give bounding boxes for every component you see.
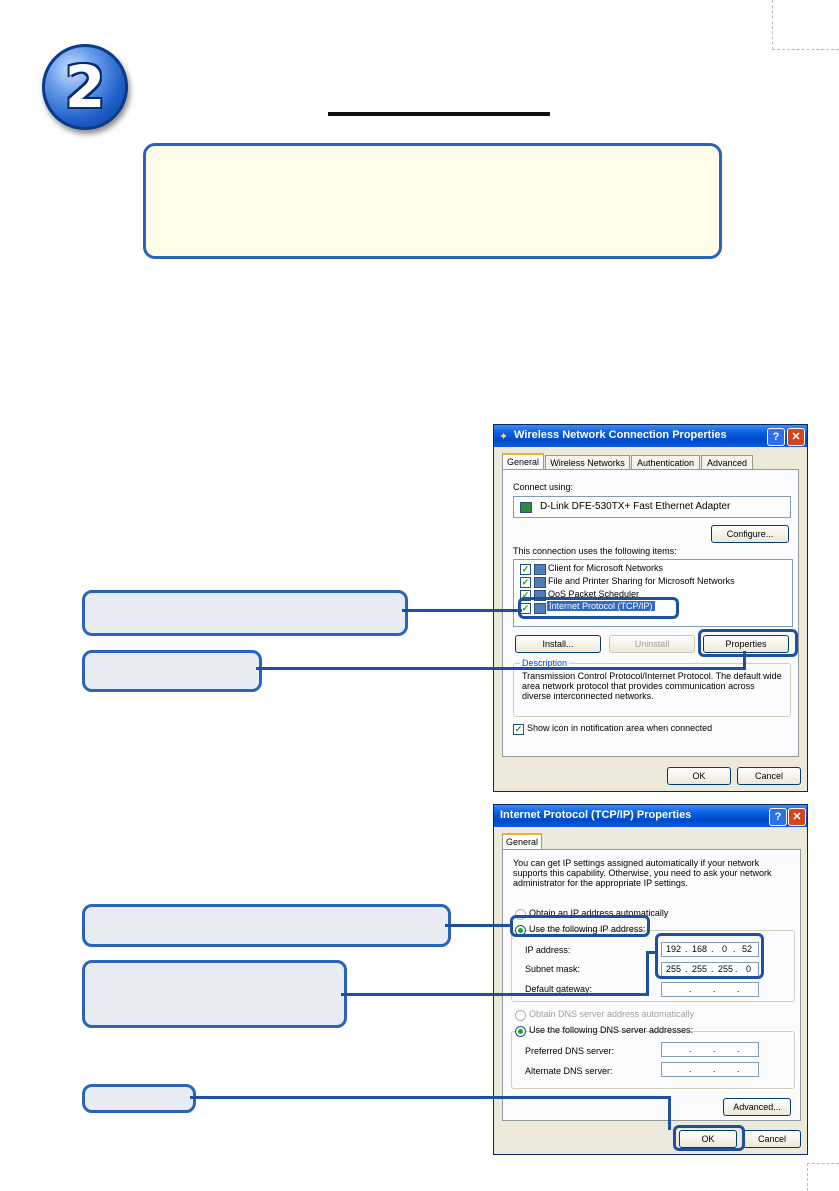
list-item[interactable]: QoS Packet Scheduler [548,589,640,599]
configure-button[interactable]: Configure... [711,525,789,543]
cancel-button[interactable]: Cancel [743,1130,801,1148]
dialog-titlebar: Internet Protocol (TCP/IP) Properties ? … [494,805,807,827]
highlight-tcpip-item [518,597,679,619]
ok-button[interactable]: OK [667,767,731,785]
description-text: Transmission Control Protocol/Internet P… [522,671,782,701]
items-label: This connection uses the following items… [513,546,677,556]
list-item-selected[interactable]: Internet Protocol (TCP/IP) [547,601,655,611]
subnet-mask-label: Subnet mask: [525,964,581,974]
connector-line [646,951,649,996]
tcpip-icon [534,603,546,614]
highlight-use-ip [510,915,650,937]
help-button[interactable]: ? [767,428,785,446]
step-badge: 2 [42,44,128,130]
adapter-name: D-Link DFE-530TX+ Fast Ethernet Adapter [540,501,731,512]
close-button[interactable]: ✕ [788,808,806,826]
crop-mark [807,1163,808,1191]
show-icon-checkbox[interactable]: ✓ [513,724,524,735]
title-underline [328,112,550,116]
tab-general[interactable]: General [502,833,542,851]
ok-button[interactable]: OK [679,1130,737,1148]
obtain-dns-label: Obtain DNS server address automatically [529,1009,695,1019]
uninstall-button: Uninstall [609,635,695,653]
alternate-dns-field[interactable]: ... [661,1062,759,1077]
obtain-ip-label: Obtain an IP address automatically [529,908,669,918]
use-dns-radio[interactable] [515,1026,526,1037]
help-button[interactable]: ? [769,808,787,826]
adapter-field: D-Link DFE-530TX+ Fast Ethernet Adapter [513,496,791,518]
list-item[interactable]: Client for Microsoft Networks [548,563,664,573]
callout-use-ip [82,904,451,947]
install-button[interactable]: Install... [515,635,601,653]
tab-advanced[interactable]: Advanced [701,455,753,470]
connector-line [445,924,513,927]
tcpip-properties-dialog: Internet Protocol (TCP/IP) Properties ? … [493,804,808,1155]
dialog-title: Wireless Network Connection Properties [514,429,727,441]
item-checkbox[interactable]: ✓ [520,577,531,588]
preferred-dns-field[interactable]: ... [661,1042,759,1057]
callout-tcpip [82,590,408,636]
highlight-ok-button [673,1125,745,1151]
cancel-button[interactable]: Cancel [737,767,801,785]
ip-group [511,930,795,1002]
use-ip-label: Use the following IP address: [529,924,646,934]
item-checkbox[interactable]: ✓ [520,564,531,575]
advanced-button[interactable]: Advanced... [723,1098,791,1116]
connector-line [341,993,648,996]
client-icon [534,564,546,575]
intro-text: You can get IP settings assigned automat… [513,858,772,888]
callout-ok [82,1084,196,1113]
use-dns-label: Use the following DNS server addresses: [529,1025,694,1035]
wireless-properties-dialog: ✦ Wireless Network Connection Properties… [493,424,808,792]
dialog-title: Internet Protocol (TCP/IP) Properties [500,809,692,821]
general-panel: Connect using: D-Link DFE-530TX+ Fast Et… [502,469,799,757]
ip-address-label: IP address: [525,945,571,955]
crop-mark [772,0,773,50]
callout-properties [82,650,262,692]
connector-line [402,609,522,612]
connect-using-label: Connect using: [513,482,574,492]
alternate-dns-label: Alternate DNS server: [525,1066,613,1076]
ip-address-field[interactable]: 192. 168. 0. 52 [661,942,759,957]
gateway-label: Default gateway: [525,984,593,994]
gateway-field[interactable]: ... [661,982,759,997]
list-item[interactable]: File and Printer Sharing for Microsoft N… [548,576,735,586]
tab-wireless-networks[interactable]: Wireless Networks [545,455,630,470]
preferred-dns-label: Preferred DNS server: [525,1046,615,1056]
connector-line [256,667,744,670]
note-box [143,143,722,259]
highlight-properties-button [698,629,798,657]
network-icon: ✦ [499,431,509,443]
close-button[interactable]: ✕ [787,428,805,446]
printer-sharing-icon [534,577,546,588]
connector-line [743,651,746,670]
dialog-titlebar: ✦ Wireless Network Connection Properties… [494,425,807,447]
item-checkbox[interactable]: ✓ [520,590,531,601]
obtain-ip-radio[interactable] [515,909,526,920]
description-label: Description [520,658,570,668]
crop-mark [772,49,839,50]
obtain-dns-radio [515,1010,526,1021]
connector-line [668,1096,671,1130]
description-group: Description Transmission Control Protoco… [513,658,791,717]
highlight-ip-mask [655,933,764,979]
step-number: 2 [64,53,106,121]
qos-icon [534,590,546,601]
adapter-icon [520,502,532,513]
items-list: ✓ Client for Microsoft Networks ✓ File a… [513,559,793,627]
callout-ip-mask [82,960,347,1028]
connector-line [190,1096,670,1099]
crop-mark [807,1163,839,1164]
tab-general[interactable]: General [502,453,544,471]
show-icon-label: Show icon in notification area when conn… [527,723,713,733]
properties-button[interactable]: Properties [703,635,789,653]
connector-line [646,951,658,954]
dns-group [511,1031,795,1089]
tab-authentication[interactable]: Authentication [631,455,700,470]
general-panel: You can get IP settings assigned automat… [502,849,801,1121]
